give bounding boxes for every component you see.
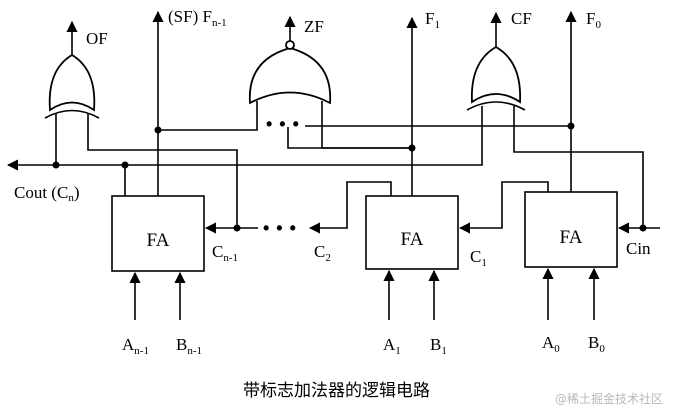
zf-label: ZF [304,17,324,36]
cout-label-main: Cout (C [14,183,68,202]
fa-box-middle [365,195,459,270]
cin-label: Cin [626,239,651,258]
xor-gate-of [44,53,100,119]
sf-label-main: (SF) F [168,7,212,26]
f0-label: F0 [586,9,601,31]
ellipsis-zf-inputs: • • • [266,114,300,134]
c2-label-sub: 2 [325,252,331,264]
c2-label-main: C [314,242,325,261]
cout-label-sub: n [68,192,74,204]
fa-label-middle: FA [401,229,424,250]
cf-input-cout-wire [125,106,483,166]
cout-label: Cout (Cn) [14,183,79,204]
a0-label: A0 [542,333,560,355]
nor-gate-zf [248,40,332,105]
cn1-label-main: C [212,242,223,261]
c1-label-sub: 1 [481,257,487,269]
b0-label-main: B [588,333,599,352]
ellipsis-carry-chain: • • • [263,218,297,238]
f1-label: F1 [425,9,440,31]
fa-label-left: FA [147,230,170,251]
a0-label-sub: 0 [554,343,560,355]
b1-label-main: B [430,335,441,354]
c1-label: C1 [470,247,487,269]
bn1-label: Bn-1 [176,335,202,357]
of-input-cn1-wire [87,113,238,228]
junction-cout-of [52,161,60,169]
xor-gate-cf [466,45,526,111]
bn1-label-sub: n-1 [187,345,202,357]
an1-label: An-1 [122,335,149,357]
junction-cout-fa [121,161,129,169]
cf-input-cin-wire [513,106,644,228]
fa-box-left [111,195,205,272]
junction-sf [154,126,162,134]
a1-label: A1 [383,335,401,357]
a1-label-sub: 1 [395,345,401,357]
b0-label-sub: 0 [599,343,605,355]
cn1-label-sub: n-1 [223,252,238,264]
f1-label-main: F [425,9,434,28]
junction-cin [639,224,647,232]
cout-label-close: ) [74,183,80,202]
b1-label: B1 [430,335,447,357]
bn1-label-main: B [176,335,187,354]
a0-label-main: A [542,333,555,352]
an1-label-sub: n-1 [134,345,149,357]
zf-input-sf-wire [158,101,258,131]
b0-label: B0 [588,333,605,355]
c2-label: C2 [314,242,331,264]
junction-cn1 [233,224,241,232]
a1-label-main: A [383,335,396,354]
f1-label-sub: 1 [434,19,440,31]
zf-input-f1b-wire [321,101,412,149]
b1-label-sub: 1 [441,345,447,357]
sf-label: (SF) Fn-1 [168,7,227,29]
cf-label: CF [511,9,532,28]
c1-carry-wire [458,181,549,234]
fa-label-right: FA [560,227,583,248]
junction-f1 [408,144,416,152]
c2-carry-wire [308,181,392,234]
f0-label-main: F [586,9,595,28]
sf-label-sub: n-1 [212,17,227,29]
c1-label-main: C [470,247,481,266]
f0-label-sub: 0 [595,19,601,31]
cn1-label: Cn-1 [212,242,238,264]
of-label: OF [86,29,108,48]
figure-caption: 带标志加法器的逻辑电路 [243,381,430,401]
watermark-text: @稀土掘金技术社区 [554,392,663,406]
zf-input-f1-wire [287,127,412,149]
an1-label-main: A [122,335,135,354]
